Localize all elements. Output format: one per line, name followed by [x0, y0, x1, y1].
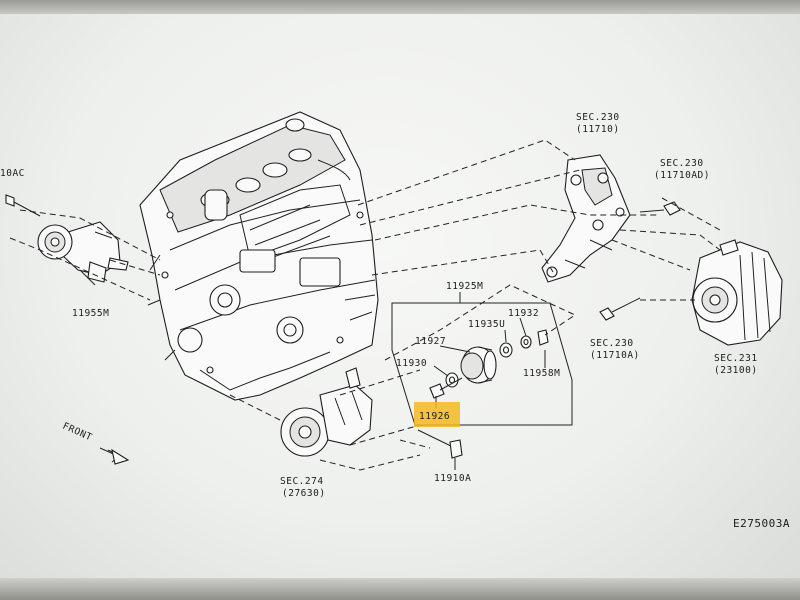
tensioner-assembly — [5, 194, 129, 286]
alignment-lines — [9, 139, 721, 471]
water-pump — [280, 367, 373, 457]
label-front: FRONT — [61, 421, 94, 444]
label-sec-230-c-sub: (11710A) — [590, 350, 640, 361]
monitor-bezel-top — [0, 0, 800, 14]
label-11955m: 11955M — [72, 308, 109, 319]
label-sec-274-sub: (27630) — [282, 488, 326, 499]
labels: SEC.230 (11710) SEC.230 (11710AD) SEC.23… — [0, 112, 790, 530]
alternator-bracket — [541, 154, 681, 283]
label-11926: 11926 — [419, 411, 450, 422]
label-11925m: 11925M — [446, 281, 483, 292]
label-10ac: 10AC — [0, 168, 25, 179]
label-sec-230-b-sub: (11710AD) — [654, 170, 710, 181]
label-11930: 11930 — [396, 358, 427, 369]
bolt-11910a — [417, 429, 463, 470]
alternator — [599, 239, 783, 346]
label-11932: 11932 — [508, 308, 539, 319]
front-arrow — [99, 447, 130, 465]
label-sec-231: SEC.231 — [714, 353, 758, 364]
label-11958m: 11958M — [523, 368, 560, 379]
label-11935u: 11935U — [468, 319, 505, 330]
monitor-bezel-bottom — [0, 578, 800, 600]
label-11927: 11927 — [415, 336, 446, 347]
idler-pulley-kit — [391, 292, 573, 426]
label-sec-230-a: SEC.230 — [576, 112, 620, 123]
label-11910a: 11910A — [434, 473, 471, 484]
label-sec-230-c: SEC.230 — [590, 338, 634, 349]
label-sec-230-a-sub: (11710) — [576, 124, 620, 135]
engine-block — [139, 111, 379, 401]
label-sec-231-sub: (23100) — [714, 365, 758, 376]
label-sec-230-b: SEC.230 — [660, 158, 704, 169]
label-sec-274: SEC.274 — [280, 476, 324, 487]
label-figure-code: E275003A — [733, 517, 790, 530]
highlight-marker — [414, 402, 460, 427]
